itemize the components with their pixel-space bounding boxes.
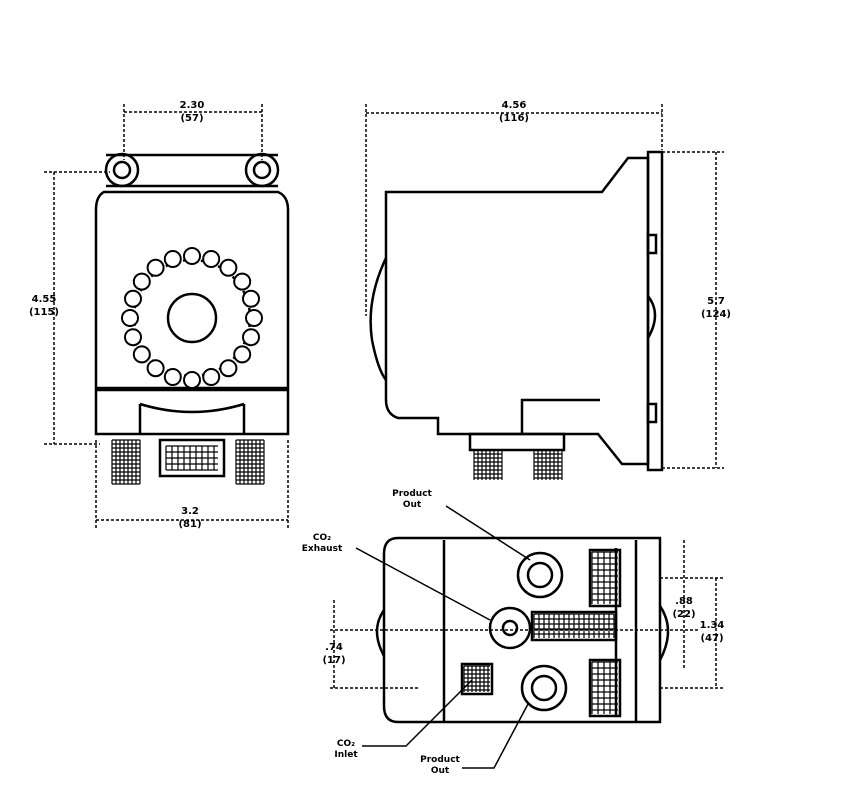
- bolt-hole: [233, 272, 252, 291]
- bolt-hole: [219, 359, 238, 378]
- dim-front-width-top-mm: (57): [180, 113, 203, 124]
- dim-bottom-right-b-mm: (47): [700, 633, 723, 644]
- bolt-hole: [242, 328, 260, 347]
- label-co2-exhaust-line1: CO₂: [313, 533, 331, 543]
- label-co2-inlet-line1: CO₂: [337, 739, 355, 749]
- front-mount-ear-right: [244, 152, 280, 188]
- bolt-hole: [202, 368, 221, 386]
- dim-bottom-small: .74: [325, 642, 343, 653]
- front-base-threads: [111, 439, 265, 485]
- front-body-outline: [94, 190, 290, 390]
- front-center-port: [166, 292, 218, 344]
- side-lower-fitting: [468, 432, 566, 452]
- product-out-port-bottom: [520, 664, 568, 712]
- bottom-right-block-bottom: [588, 658, 622, 718]
- bottom-channel: [530, 610, 618, 642]
- bottom-body-outline: [382, 536, 662, 724]
- co2-exhaust-port: [488, 606, 532, 650]
- side-flange-tab-bottom: [646, 402, 658, 424]
- front-mount-ear-left-hole: [112, 160, 132, 180]
- dim-front-width-bottom: 3.2: [181, 506, 199, 517]
- bolt-hole: [233, 345, 252, 364]
- dim-front-height-mm: (115): [29, 307, 59, 318]
- label-product-out-bottom-line2: Out: [431, 766, 450, 776]
- dim-bottom-right-a: .88: [675, 596, 693, 607]
- co2-inlet-port: [460, 662, 494, 696]
- dim-side-height-mm: (124): [701, 309, 731, 320]
- bolt-hole: [219, 258, 238, 277]
- front-mount-ear-left: [104, 152, 140, 188]
- label-co2-exhaust-line2: Exhaust: [302, 544, 343, 554]
- side-body-outline: [384, 156, 650, 466]
- front-base-plate: [94, 388, 290, 436]
- dim-front-width-top: 2.30: [180, 100, 205, 111]
- bolt-hole: [121, 309, 139, 327]
- dim-bottom-right-b: 1.34: [700, 620, 725, 631]
- bolt-hole: [132, 272, 151, 291]
- bolt-hole: [124, 328, 142, 347]
- dim-front-width-bottom-mm: (81): [178, 519, 201, 530]
- side-flange-tab-top: [646, 233, 658, 255]
- dimension-labels: 2.30 (57) 4.55 (115) 3.2 (81) 4.56 (116)…: [29, 100, 731, 666]
- front-view: [94, 152, 290, 478]
- label-product-out-bottom-line1: Product: [420, 755, 460, 765]
- dim-front-height: 4.55: [32, 294, 57, 305]
- dim-side-width-mm: (116): [499, 113, 529, 124]
- bottom-dimensions: [330, 540, 724, 690]
- front-base-fitting: [158, 438, 226, 478]
- bolt-hole: [163, 250, 182, 268]
- front-mount-ear-right-hole: [252, 160, 272, 180]
- callout-labels: Product Out CO₂ Exhaust CO₂ Inlet Produc…: [302, 489, 461, 776]
- bottom-right-block-top: [588, 548, 622, 608]
- bolt-hole: [183, 371, 201, 389]
- dim-bottom-small-mm: (17): [322, 655, 345, 666]
- bolt-hole: [163, 368, 182, 386]
- side-dimensions: [365, 104, 724, 469]
- side-flange: [646, 150, 664, 472]
- label-product-out-top-line2: Out: [403, 500, 422, 510]
- product-out-port-top: [516, 551, 564, 599]
- dim-bottom-right-a-mm: (22): [672, 609, 695, 620]
- callout-leaders: [355, 505, 531, 769]
- front-bolt-ring: [132, 258, 252, 378]
- bolt-hole: [146, 359, 165, 378]
- bolt-hole: [183, 247, 201, 265]
- dim-side-width: 4.56: [502, 100, 527, 111]
- front-dimensions: [44, 104, 289, 528]
- bolt-hole: [202, 250, 221, 268]
- side-threads: [473, 449, 563, 480]
- bolt-hole: [245, 309, 263, 327]
- label-co2-inlet-line2: Inlet: [334, 750, 358, 760]
- bolt-hole: [124, 289, 142, 308]
- bottom-hatching: [463, 551, 618, 714]
- front-bolt-ring-holes: [121, 247, 263, 389]
- dim-side-height: 5.7: [707, 296, 725, 307]
- bolt-hole: [132, 345, 151, 364]
- bolt-hole: [242, 289, 260, 308]
- bolt-hole: [146, 258, 165, 277]
- label-product-out-top-line1: Product: [392, 489, 432, 499]
- side-view: [369, 150, 664, 472]
